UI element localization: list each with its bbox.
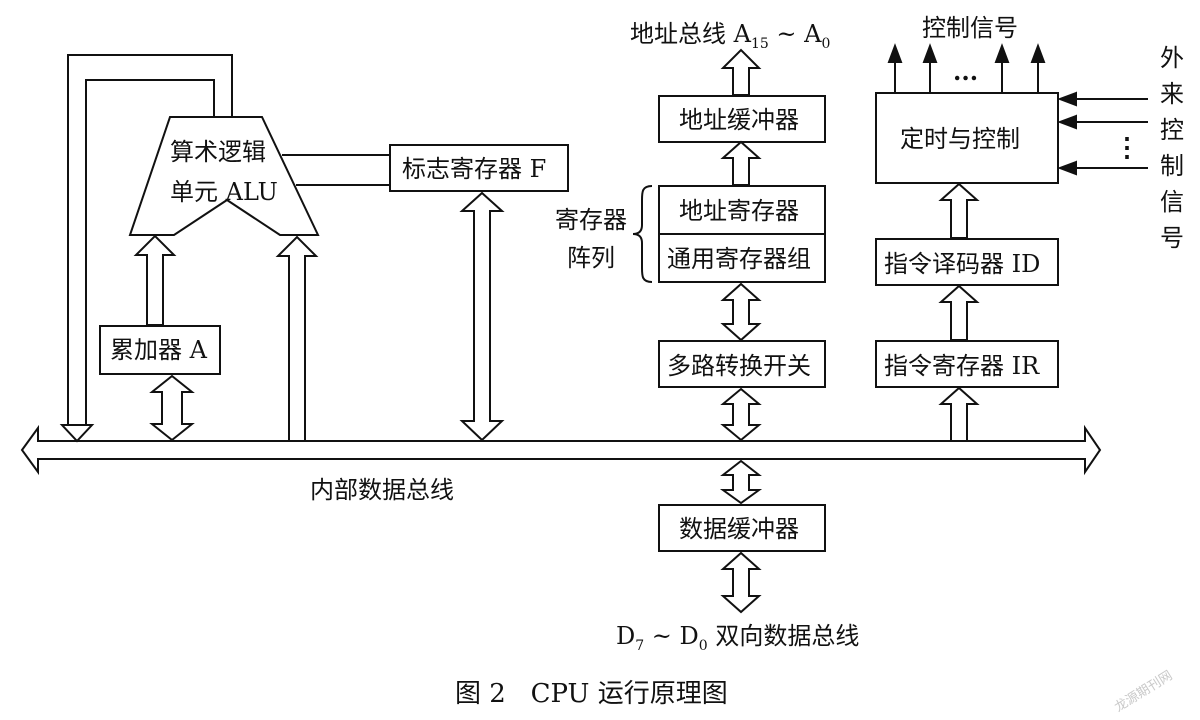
external-control-arrows [1057, 91, 1148, 176]
bus-databuffer-arrow [719, 459, 763, 505]
external-control-label-3: 控 [1160, 116, 1184, 144]
alu-feedback-outer [67, 54, 233, 425]
internal-data-bus [20, 424, 1102, 476]
timing-control-label: 定时与控制 [900, 125, 1020, 153]
decoder-to-timing-arrow [938, 182, 980, 239]
alu-label-line1: 算术逻辑 [170, 138, 266, 166]
flag-bus-arrow [459, 191, 505, 442]
alu-feedback-arrow [59, 424, 95, 443]
general-registers-label: 通用寄存器组 [667, 245, 811, 273]
data-buffer-block [658, 504, 826, 552]
bus-to-alu-arrow [275, 235, 319, 442]
instruction-register-label: 指令寄存器 IR [884, 352, 1040, 380]
address-buffer-block [658, 95, 826, 143]
alu-label-line2: 单元 ALU [170, 178, 278, 206]
internal-bus-label: 内部数据总线 [310, 476, 454, 504]
instruction-decoder-block [875, 238, 1059, 286]
figure-caption: 图 2 CPU 运行原理图 [455, 679, 728, 709]
control-dots: ... [953, 57, 978, 86]
regs-mux-arrow [720, 282, 762, 342]
external-control-label-1: 外 [1160, 44, 1184, 72]
address-register-label: 地址寄存器 [679, 197, 799, 225]
bus-to-ir-arrow [938, 386, 980, 442]
address-bus-label: 地址总线 A15 ~ A0 [630, 20, 830, 52]
multiplexer-label: 多路转换开关 [667, 352, 811, 380]
flag-register-block [389, 144, 569, 192]
data-buffer-label: 数据缓冲器 [679, 515, 799, 543]
control-signals-label: 控制信号 [922, 14, 1018, 42]
accumulator-block [99, 325, 221, 375]
ir-to-decoder-arrow [938, 284, 980, 341]
external-control-label-5: 信 [1160, 188, 1184, 216]
external-dots: ⋮ [1114, 133, 1140, 163]
acc-to-alu-arrow [133, 234, 177, 326]
address-bus-arrow [720, 48, 762, 96]
register-array-label-line2: 阵列 [567, 244, 615, 272]
control-output-arrows [887, 43, 1046, 93]
data-bus-label: D7 ~ D0 双向数据总线 [616, 622, 859, 654]
register-array-label-line1: 寄存器 [555, 206, 627, 234]
address-buffer-label: 地址缓冲器 [679, 106, 799, 134]
accumulator-label: 累加器 A [110, 336, 208, 364]
external-control-label-6: 号 [1160, 224, 1184, 252]
alu-feedback-inner [85, 79, 215, 425]
address-register-block [658, 185, 826, 235]
databuffer-external-arrow [720, 551, 762, 614]
acc-bus-arrow [149, 374, 195, 442]
flag-register-label: 标志寄存器 F [402, 155, 546, 183]
general-registers-block [658, 233, 826, 283]
alu-block [128, 116, 320, 236]
register-array-brace [632, 185, 653, 283]
instruction-register-block [875, 340, 1059, 388]
addrreg-to-buffer-arrow [720, 140, 762, 186]
timing-control-block [875, 92, 1059, 184]
watermark: 龙源期刊网 [1112, 668, 1175, 715]
mux-bus-arrow [720, 387, 762, 442]
external-control-label-2: 来 [1160, 80, 1184, 108]
multiplexer-block [658, 340, 826, 388]
external-control-label-4: 制 [1160, 152, 1184, 180]
instruction-decoder-label: 指令译码器 ID [884, 250, 1040, 278]
